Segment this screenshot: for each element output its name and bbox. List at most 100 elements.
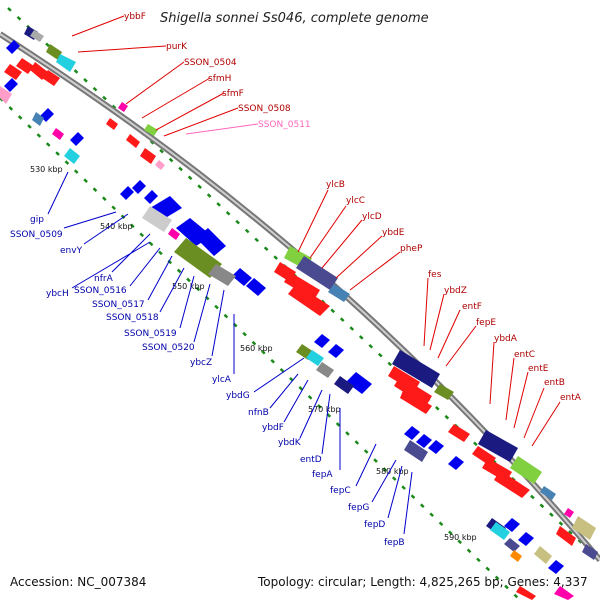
gene-forward [155,160,165,170]
scale-label: 550 kbp [172,282,205,291]
reverse-label-leaders [47,171,413,535]
gene-label: fepA [312,470,333,480]
pink-leader [185,123,259,135]
reverse-labels: gip SSON_0509 envY nfrA ybcH SSON_0516 S… [10,215,405,548]
gene-label: sfmH [208,74,231,84]
gene-label: fepE [476,318,496,328]
gene-forward [140,148,156,164]
gene-label: SSON_0519 [124,329,177,339]
gene-label: entF [462,302,482,312]
gene-reverse [328,344,344,358]
gene-label: purK [166,42,188,52]
gene-label: SSON_0517 [92,300,145,310]
gene-forward [42,70,60,86]
gene-label: entE [528,364,549,374]
gene-reverse [548,560,564,574]
gene-forward [494,470,530,498]
gene-label: fepC [330,486,351,496]
accession-text: Accession: NC_007384 [10,575,146,589]
gene-forward [400,388,432,414]
gene-label: SSON_0504 [184,58,237,68]
gene-label: ybdZ [444,286,467,296]
gene-forward [556,526,576,546]
gene-label: ybcH [46,289,69,299]
gene-reverse [314,334,330,348]
gene-forward [30,62,48,80]
gene-reverse [6,40,20,54]
gene-reverse [70,132,84,146]
gene-label: SSON_0508 [238,104,291,114]
scale-label: 570 kbp [308,405,341,414]
gene-reverse [232,268,252,286]
gene-label: ybdE [382,228,405,238]
gene-reverse [448,456,464,470]
gene-label: entC [514,350,535,360]
forward-label-leaders [71,15,561,447]
gene-forward [106,118,118,130]
gene-forward [284,272,320,300]
scale-labels: 530 kbp 540 kbp 550 kbp 560 kbp 570 kbp … [30,165,477,542]
forward-genes [4,58,576,600]
inner-tick-row [0,97,521,600]
gene-label: ylcA [212,375,232,385]
gene-reverse [504,518,520,532]
forward-blocks [24,26,598,560]
gene-reverse [246,278,266,296]
gene-reverse [196,228,226,256]
gene-label: nfrA [94,274,114,284]
gene-label: ybcZ [190,358,212,368]
forward-labels: ybbF purK SSON_0504 sfmH sfmF SSON_0508 … [124,12,582,403]
gene-reverse [428,440,444,454]
map-title: Shigella sonnei Ss046, complete genome [160,11,429,26]
gene-label: SSON_0518 [106,313,159,323]
gene-reverse [4,78,18,92]
gene-label: entB [544,378,565,388]
reverse-blocks [0,86,574,600]
gene-forward [16,58,34,74]
gene-forward [126,134,140,148]
scale-label: 530 kbp [30,165,63,174]
gene-label: ybdG [226,391,250,401]
gene-label: envY [60,246,83,256]
gene-label: fepD [364,520,385,530]
genome-summary-text: Topology: circular; Length: 4,825,265 bp… [257,575,588,589]
gene-label: entD [300,455,322,465]
scale-label: 590 kbp [444,533,477,542]
gene-label: fepG [348,503,369,513]
gene-forward [394,376,432,406]
gene-label: ybdK [278,438,302,448]
gene-forward [288,284,330,316]
scale-label: 560 kbp [240,344,273,353]
gene-forward [4,64,22,80]
gene-label: SSON_0509 [10,230,63,240]
gene-label: SSON_0511 [258,120,311,130]
gene-label: SSON_0520 [142,343,195,353]
gene-label: ylcC [346,196,365,206]
scale-label: 580 kbp [376,467,409,476]
gene-reverse [144,190,158,204]
gene-label: sfmF [222,89,244,99]
gene-reverse [346,372,372,394]
gene-label: pheP [400,244,423,254]
gene-forward [516,586,536,600]
gene-reverse [132,180,146,194]
gene-label: entA [560,393,582,403]
gene-label: SSON_0516 [74,286,127,296]
gene-reverse [120,186,134,200]
gene-reverse [518,532,534,546]
gene-label: fes [428,270,442,280]
gene-label: nfnB [248,408,269,418]
gene-reverse [404,426,420,440]
gene-reverse [416,434,432,448]
gene-label: fepB [384,538,405,548]
gene-forward [448,424,470,442]
gene-label: ybdF [262,423,284,433]
gene-label: ylcD [362,212,382,222]
gene-label: ybdA [494,334,518,344]
gene-label: ylcB [326,180,345,190]
scale-label: 540 kbp [100,222,133,231]
gene-label: ybbF [124,12,146,22]
gene-label: gip [30,215,44,225]
